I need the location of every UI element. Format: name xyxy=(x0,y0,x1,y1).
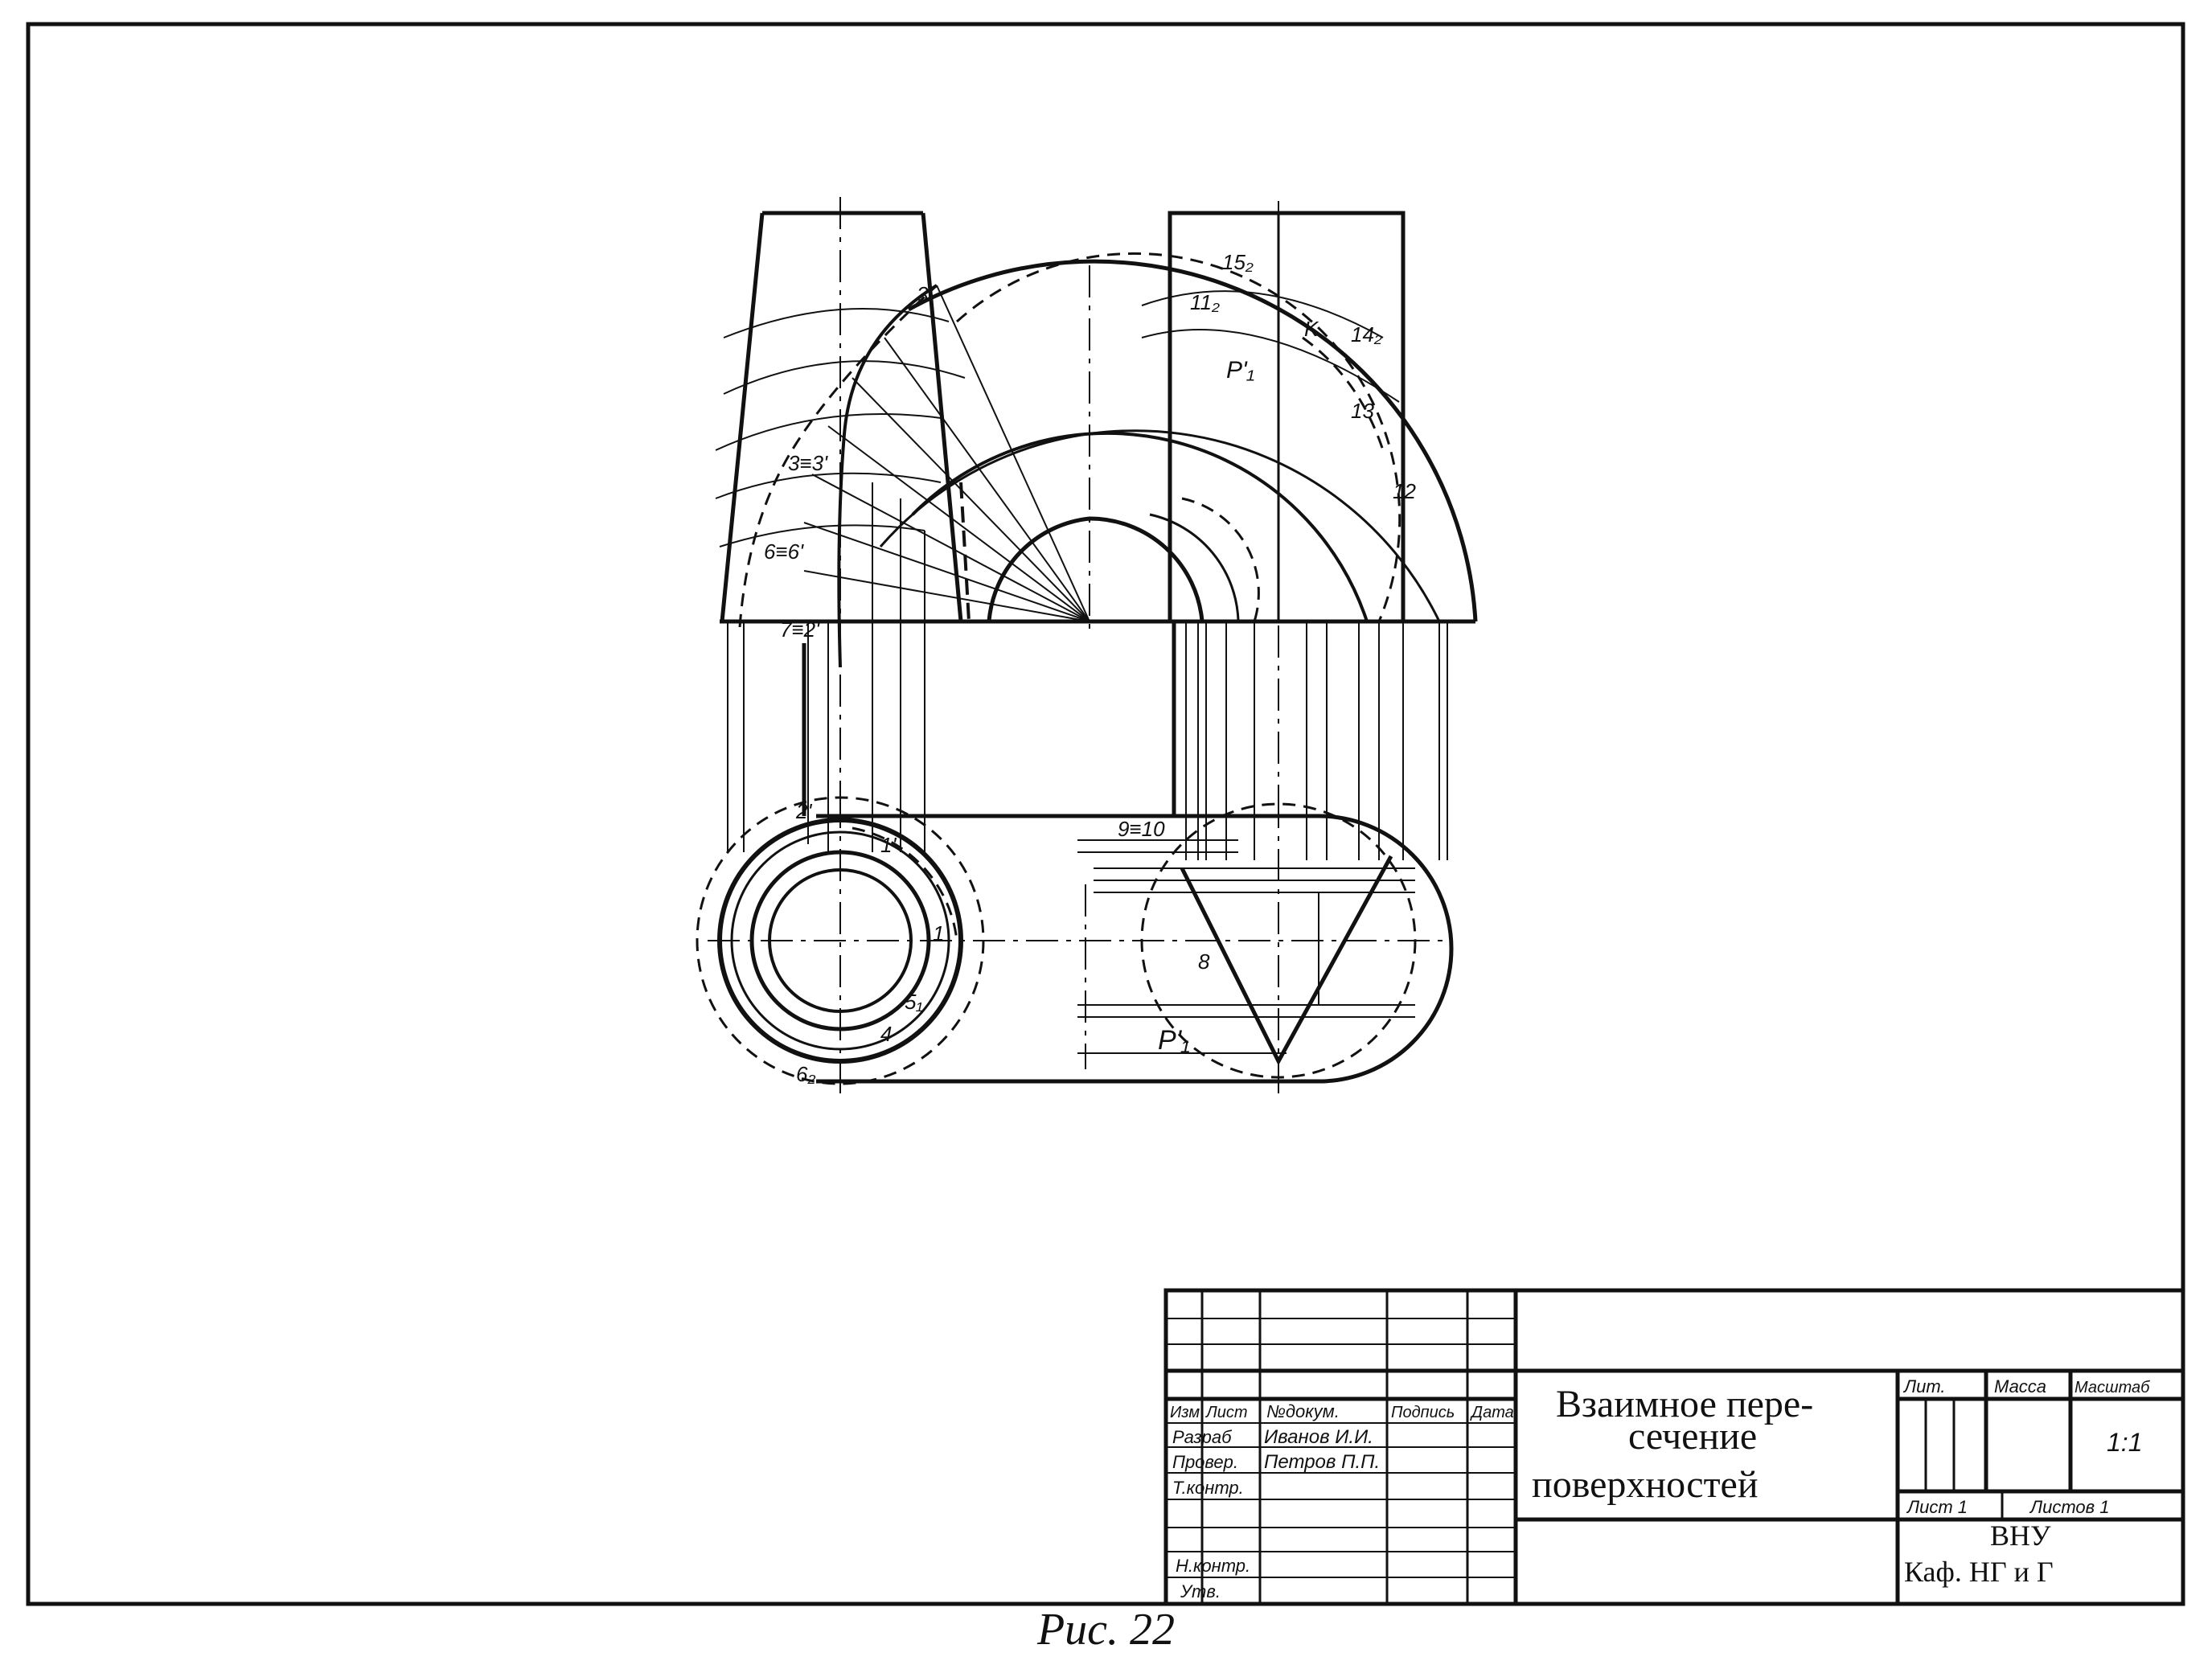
col-doc: №докум. xyxy=(1266,1401,1340,1421)
drawing-frame xyxy=(26,22,2185,1606)
org-line-2: Каф. НГ и Г xyxy=(1904,1556,2054,1588)
label-6: 6₂ xyxy=(796,1062,815,1086)
label-4: 4 xyxy=(880,1022,892,1046)
label-3k: 3≡3' xyxy=(788,451,828,475)
massa-label: Масса xyxy=(1994,1376,2046,1396)
title-line-1: Взаимное пере- xyxy=(1556,1383,1813,1425)
label-11: 11₂ xyxy=(1190,290,1220,314)
col-date: Дата xyxy=(1470,1404,1514,1421)
sheets-label: Листов 1 xyxy=(2029,1497,2109,1517)
col-sign: Подпись xyxy=(1391,1404,1455,1421)
label-8: 8 xyxy=(1198,949,1210,974)
title-line-3: поверхностей xyxy=(1532,1463,1759,1506)
label-12: 12 xyxy=(1393,479,1416,503)
point-labels: 3 3≡3' 6≡6' 7≡2' 15₂ 11₂ K 14₂ 13 12 P'₁… xyxy=(764,250,1416,1086)
razrab-name: Иванов И.И. xyxy=(1264,1426,1373,1448)
label-13: 13 xyxy=(1351,399,1374,423)
row-utv: Утв. xyxy=(1180,1581,1221,1601)
label-5: 5₁ xyxy=(905,990,923,1014)
col-list: Лист xyxy=(1204,1404,1248,1421)
title-block xyxy=(1163,1288,2185,1606)
front-view xyxy=(715,197,1478,860)
label-p1-top: P'₁ xyxy=(1226,357,1254,383)
org-line-1: ВНУ xyxy=(1990,1519,2051,1552)
title-block-text: Изм Лист №докум. Подпись Дата Разраб Ива… xyxy=(1170,1376,2150,1601)
label-1p: 1' xyxy=(880,833,897,857)
row-prover: Провер. xyxy=(1172,1452,1238,1472)
label-14: 14₂ xyxy=(1351,322,1382,347)
title-line-2: сечение xyxy=(1628,1415,1757,1458)
label-p1: P'₁ xyxy=(1158,1025,1190,1056)
plan-view xyxy=(696,796,1454,1101)
label-2: 2' xyxy=(795,799,812,823)
label-9: 9≡10 xyxy=(1118,817,1165,841)
label-1: 1 xyxy=(933,921,944,945)
row-tkontr: Т.контр. xyxy=(1172,1478,1244,1498)
row-nkontr: Н.контр. xyxy=(1176,1556,1250,1576)
scale-value: 1:1 xyxy=(2107,1428,2142,1457)
label-7k: 7≡2' xyxy=(780,617,820,642)
col-izm: Изм xyxy=(1170,1404,1200,1421)
prover-name: Петров П.П. xyxy=(1264,1451,1380,1473)
label-K: K xyxy=(1304,317,1319,341)
sheet-label: Лист 1 xyxy=(1906,1497,1968,1517)
label-15: 15₂ xyxy=(1222,250,1254,274)
masshtab-label: Масштаб xyxy=(2075,1379,2150,1396)
figure-caption: Рис. 22 xyxy=(1036,1605,1176,1655)
label-3-top: 3 xyxy=(917,282,929,306)
lit-label: Лит. xyxy=(1902,1376,1946,1396)
label-6k: 6≡6' xyxy=(764,539,804,564)
row-razrab: Разраб xyxy=(1172,1427,1233,1447)
